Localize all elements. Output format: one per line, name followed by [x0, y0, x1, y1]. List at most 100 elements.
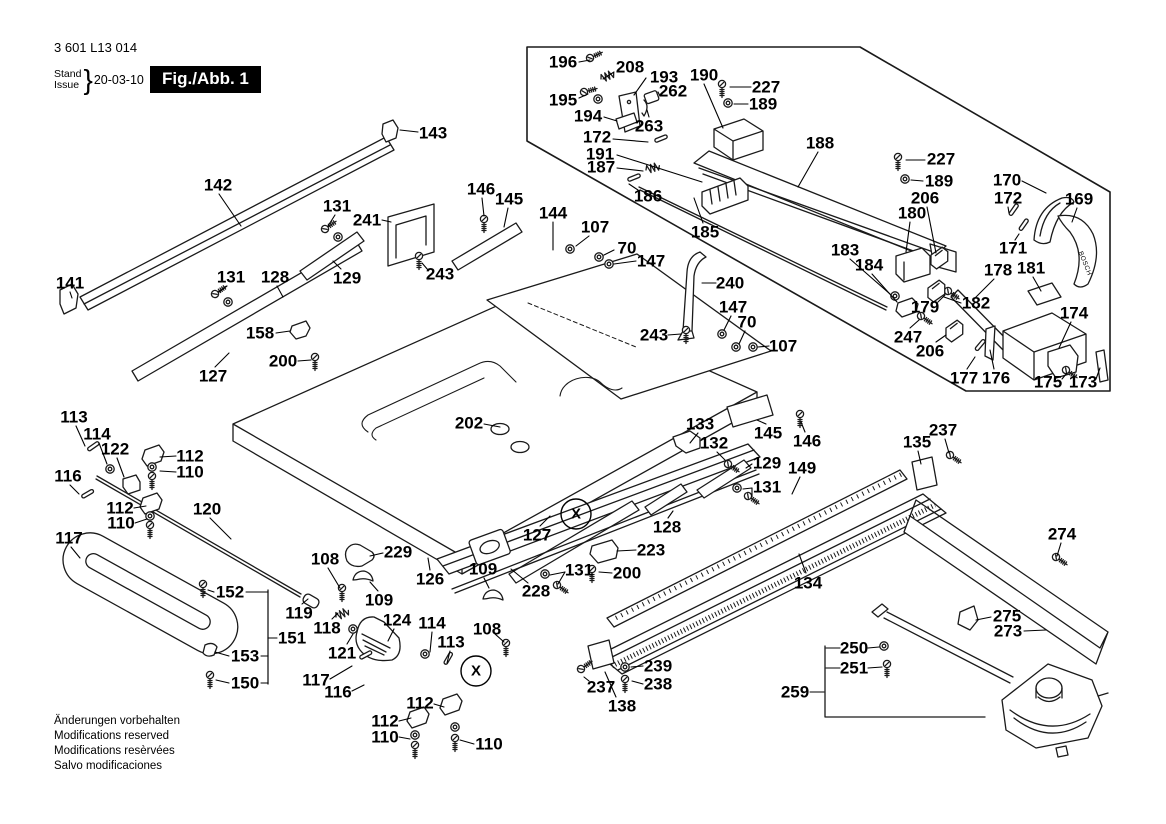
bracket-228 — [468, 528, 511, 566]
leader-line — [646, 109, 650, 118]
leader-line — [429, 631, 433, 653]
leader-line — [1023, 629, 1047, 632]
part-number-label: 110 — [371, 728, 398, 747]
detail-box-258 — [526, 46, 1111, 392]
leader-line — [871, 273, 898, 303]
part-number-label: 206 — [916, 342, 944, 361]
leader-line — [133, 505, 147, 509]
leader-line — [329, 665, 353, 680]
pedal-124 — [355, 616, 401, 662]
part-number-label: 117 — [302, 671, 329, 690]
leader-line — [214, 352, 230, 368]
table-hole — [510, 440, 530, 454]
part-number-label: 108 — [473, 620, 501, 639]
notice-line-fr: Modifications resèrvées — [54, 745, 175, 757]
leader-line — [633, 77, 647, 96]
part-number-label: 112 — [371, 712, 398, 731]
leader-line — [446, 650, 451, 664]
part-number-label: 175 — [1034, 373, 1062, 392]
part-number-label: 146 — [793, 432, 821, 451]
part-number-label: 227 — [752, 78, 780, 97]
part-number-label: 128 — [653, 518, 681, 537]
document-part-number: 3 601 L13 014 — [54, 40, 138, 55]
part-number-label: 208 — [616, 58, 644, 77]
part-number-label: 122 — [101, 440, 129, 459]
leader-line — [974, 278, 995, 299]
part-number-label: 119 — [285, 604, 312, 623]
part-number-label: 127 — [523, 526, 551, 545]
part-number-label: 259 — [781, 683, 809, 702]
leader-line — [867, 666, 883, 669]
leader-line — [214, 651, 230, 657]
part-number-label: 194 — [574, 107, 603, 126]
leader-line — [1061, 372, 1068, 380]
part-number-label: 70 — [618, 239, 637, 258]
clamp-174 — [1047, 344, 1079, 379]
miter-knob — [1035, 677, 1063, 699]
part-number-label: 173 — [1069, 373, 1097, 392]
leader-line — [583, 676, 590, 682]
rail-142 — [79, 136, 395, 311]
part-number-label: 110 — [475, 735, 502, 754]
part-number-label: 189 — [925, 172, 953, 191]
part-number-label: 237 — [587, 678, 615, 697]
end-cap-141 — [59, 283, 79, 315]
leader-line — [604, 671, 617, 698]
leader-line — [483, 577, 490, 589]
leader-line — [667, 333, 682, 336]
part-number-label: 109 — [365, 591, 393, 610]
leader-line — [944, 438, 950, 454]
leader-line — [1071, 207, 1078, 223]
part-number-label: 142 — [204, 176, 232, 195]
leader-line — [1007, 206, 1010, 214]
leader-line — [937, 294, 946, 303]
part-number-label: 262 — [659, 82, 687, 101]
leader-line — [716, 451, 726, 461]
leader-line — [578, 93, 589, 99]
part-number-label: 196 — [549, 53, 577, 72]
pin-173 — [1095, 349, 1109, 383]
cam-229 — [344, 543, 375, 568]
part-number-label: 141 — [56, 274, 84, 293]
part-number-label: 143 — [419, 124, 447, 143]
leader-line — [800, 421, 806, 433]
leader-line — [1058, 321, 1072, 349]
handle-cover-169 — [1057, 214, 1098, 288]
clamp-133 — [672, 430, 701, 454]
leader-line — [276, 285, 284, 298]
part-artwork: BOSCH — [59, 46, 1111, 760]
strip-128b — [644, 483, 688, 516]
leader-line — [398, 717, 412, 722]
part-number-label: 147 — [637, 252, 665, 271]
leader-line — [745, 463, 753, 469]
bracket-112d — [406, 706, 430, 729]
section-marker-circle — [560, 498, 592, 530]
part-number-label: 152 — [216, 583, 244, 602]
part-number-label: 151 — [278, 629, 306, 648]
leader-line — [616, 167, 644, 172]
part-number-label: 114 — [83, 425, 111, 444]
block-122 — [122, 474, 141, 495]
part-number-label: 117 — [55, 529, 82, 548]
handle-cam-170 — [1033, 196, 1075, 245]
cover-151 — [62, 532, 239, 655]
leader-line — [742, 487, 753, 490]
scale-strip-149 — [606, 469, 908, 628]
part-number-label: 240 — [716, 274, 744, 293]
leader-line — [539, 515, 551, 527]
leader-line — [433, 703, 445, 708]
part-number-label: 108 — [311, 550, 339, 569]
leader-line — [215, 679, 230, 684]
leader-line — [301, 598, 309, 605]
miter-rod — [883, 611, 1014, 684]
part-number-label: 183 — [831, 241, 859, 260]
leader-line — [116, 457, 125, 478]
part-number-label: 188 — [806, 134, 834, 153]
leader-line — [612, 138, 649, 143]
channel-273 — [903, 499, 1109, 665]
part-number-label: 184 — [855, 256, 884, 275]
leader-line — [159, 470, 177, 473]
part-number-label: 185 — [691, 223, 719, 242]
